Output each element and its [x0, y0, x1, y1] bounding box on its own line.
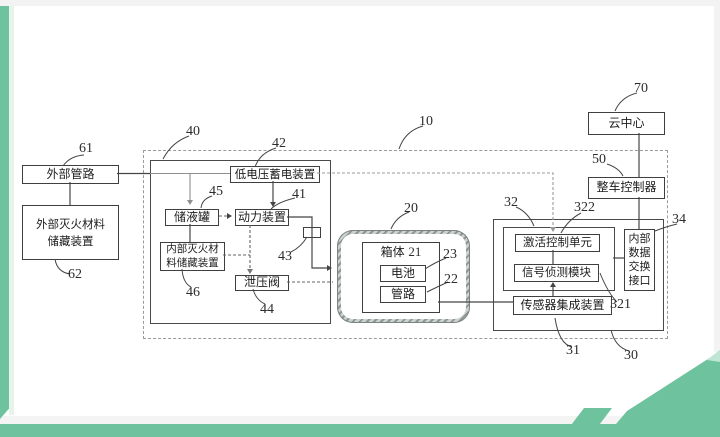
- block-vehicle-controller: 整车控制器: [588, 177, 665, 199]
- block-label-line1: 外部灭火材料: [36, 216, 105, 231]
- ref-label-41: 41: [292, 187, 306, 202]
- ref-label-62: 62: [68, 267, 82, 282]
- left-accent-strip-light: [9, 6, 14, 415]
- block-label: 外部管路: [46, 166, 95, 181]
- block-label-line4: 接口: [628, 274, 651, 287]
- ref-label-20: 20: [404, 201, 418, 216]
- bottom-page-shadow: [0, 416, 720, 425]
- block-label: 管路: [390, 286, 415, 301]
- left-accent-strip: [0, 6, 9, 419]
- ref-label-61: 61: [79, 141, 93, 156]
- ref-label-46: 46: [186, 285, 200, 300]
- block-cloud-center: 云中心: [588, 112, 665, 135]
- block-sensor-device: 传感器集成装置: [513, 296, 612, 315]
- block-external-storage: 外部灭火材料 储藏装置: [22, 205, 119, 260]
- block-label: 动力装置: [237, 209, 286, 224]
- block-label-line2: 料储藏装置: [166, 256, 219, 269]
- block-label: 整车控制器: [596, 180, 657, 195]
- block-label: 信号侦测模块: [522, 265, 591, 280]
- block-label: 电池: [390, 265, 415, 280]
- ref-label-32: 32: [504, 195, 518, 210]
- block-label: 传感器集成装置: [520, 297, 605, 312]
- block-signal-module: 信号侦测模块: [514, 264, 599, 282]
- block-label: 低电压蓄电装置: [234, 166, 316, 181]
- control-module-box-30: [493, 219, 664, 331]
- block-internal-storage: 内部灭火材 料储藏装置: [160, 242, 225, 271]
- block-label-line3: 交换: [628, 260, 651, 273]
- ref-label-30: 30: [624, 348, 638, 363]
- block-label-line1: 内部灭火材: [166, 243, 219, 256]
- block-activation-unit: 激活控制单元: [515, 234, 600, 252]
- block-label: 储液罐: [173, 209, 210, 224]
- ref-label-40: 40: [186, 124, 200, 139]
- ref-label-70: 70: [634, 81, 648, 96]
- block-label-line2: 数据: [628, 246, 651, 259]
- ref-label-44: 44: [260, 302, 274, 317]
- ref-label-45: 45: [209, 184, 223, 199]
- block-label: 云中心: [608, 115, 645, 130]
- ref-label-34: 34: [672, 212, 686, 227]
- block-label: 激活控制单元: [523, 235, 592, 250]
- ref-label-23: 23: [443, 247, 457, 262]
- block-label-line1: 内部: [628, 232, 651, 245]
- block-pipe: 管路: [380, 286, 426, 303]
- ref-label-21: 21: [408, 244, 422, 259]
- right-edge-bar: [714, 0, 720, 352]
- ref-label-50: 50: [592, 152, 606, 167]
- ref-label-10: 10: [419, 114, 433, 129]
- ref-label-31: 31: [566, 343, 580, 358]
- ref-label-322: 322: [574, 200, 595, 215]
- system-boundary-box-10: [143, 150, 668, 339]
- block-label: 箱体: [380, 245, 405, 259]
- block-low-voltage-storage: 低电压蓄电装置: [230, 166, 320, 183]
- block-label-line2: 储藏装置: [47, 233, 94, 248]
- block-relief-valve: 泄压阀: [235, 275, 289, 291]
- extinguisher-module-box-40: [150, 160, 331, 324]
- block-power-device: 动力装置: [235, 209, 289, 226]
- block-data-interface: 内部 数据 交换 接口: [624, 229, 655, 291]
- control-unit-box-32: [503, 227, 615, 291]
- top-edge-bar: [0, 0, 720, 6]
- ref-label-42: 42: [272, 136, 286, 151]
- ref-label-22: 22: [444, 272, 458, 287]
- block-battery: 电池: [380, 265, 426, 282]
- block-label: 泄压阀: [243, 275, 280, 290]
- bottom-accent-bar: [0, 424, 720, 437]
- ref-label-43: 43: [278, 249, 292, 264]
- ref-label-321: 321: [610, 297, 631, 312]
- block-liquid-tank: 储液罐: [165, 209, 219, 226]
